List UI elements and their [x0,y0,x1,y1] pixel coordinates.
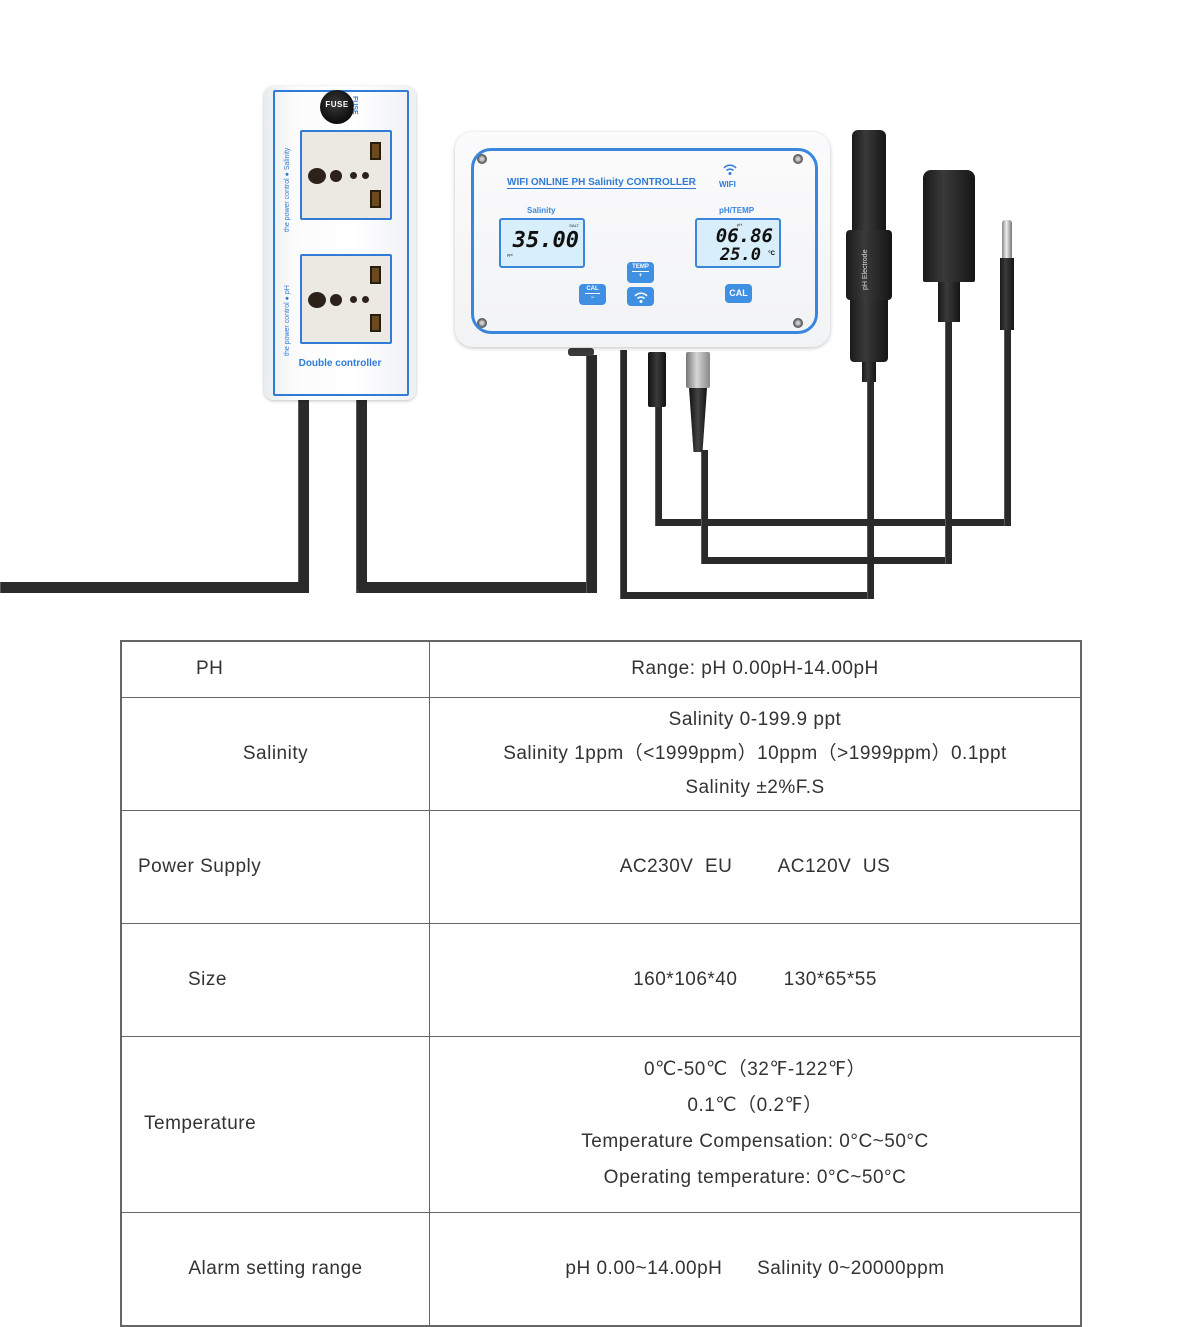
table-row-power-supply: Power Supply AC230V EU AC120V US [120,809,1082,924]
salinity-lcd: SALT 35.00 ppt [499,218,585,268]
row-label: PH [120,640,430,698]
row-label: Power Supply [120,809,430,924]
sensor-cable-a-horizontal [620,592,874,599]
wifi-ph-salinity-controller: WIFI ONLINE PH Salinity CONTROLLER WIFI … [455,132,830,347]
power-cable-right-vertical [356,398,367,593]
ph-electrode-tail [862,362,876,382]
temperature-probe-base [938,282,960,322]
table-row-salinity: Salinity Salinity 0-199.9 ppt Salinity 1… [120,696,1082,811]
double-controller-label: Double controller [298,358,382,369]
power-cable-left-vertical [298,398,309,593]
sensor-cable-b-vertical [655,400,662,526]
product-illustration: FUSE FUSE the power control ● Salinity t… [0,0,1200,620]
ph-temp-lcd: pH 06.86 25.0 °C [695,218,781,268]
spec-table: PH Range: pH 0.00pH-14.00pH Salinity Sal… [120,640,1082,1327]
temp-unit: °C [768,251,775,257]
dc-jack-connector [648,352,666,407]
ph-electrode-base [850,300,888,362]
power-cable-left-horizontal [0,582,309,593]
row-value: AC230V EU AC120V US [429,809,1082,924]
controller-title: WIFI ONLINE PH Salinity CONTROLLER [507,177,696,189]
power-cable-right-horizontal [356,582,597,593]
sensor-cable-a-riser [867,380,874,599]
power-cable-right-riser [586,355,597,593]
outlet-ph [300,254,392,344]
bnc-boot [689,388,707,452]
row-label: Alarm setting range [120,1211,430,1326]
bnc-connector [686,352,710,388]
row-value: 160*106*40 130*65*55 [429,922,1082,1037]
cable-gland [568,348,594,356]
table-row-temperature: Temperature 0℃-50℃（32℉-122℉） 0.1℃（0.2℉） … [120,1035,1082,1213]
sensor-cable-c-vertical [701,450,708,564]
row-value: Range: pH 0.00pH-14.00pH [429,640,1082,698]
temperature-probe-cap [923,170,975,282]
ph-power-control-label: the power control ● pH [284,285,291,356]
salinity-panel-label: Salinity [527,206,556,215]
sensor-cable-c-horizontal [701,557,952,564]
double-controller-socket-box: FUSE FUSE the power control ● Salinity t… [264,86,416,400]
salinity-unit-top: SALT [569,223,579,228]
salinity-unit-bottom: ppt [507,252,513,257]
sensor-cable-b-horizontal [655,519,1011,526]
row-label: Temperature [120,1035,430,1213]
temp-reading: 25.0 [720,245,761,265]
row-value: 0℃-50℃（32℉-122℉） 0.1℃（0.2℉） Temperature … [429,1035,1082,1213]
wifi-button[interactable] [627,287,654,306]
fuse-side-label: FUSE [351,96,358,115]
ph-unit-top: pH [737,222,743,227]
wifi-button-icon [633,292,648,303]
dc-pin-boot [1000,258,1014,330]
table-row-size: Size 160*106*40 130*65*55 [120,922,1082,1037]
row-value: pH 0.00~14.00pH Salinity 0~20000ppm [429,1211,1082,1326]
dc-pin-tip [1002,220,1012,258]
cal-button[interactable]: CAL [725,284,752,303]
table-row-alarm-setting-range: Alarm setting range pH 0.00~14.00pH Sali… [120,1211,1082,1326]
sensor-cable-c-riser [945,320,952,564]
ph-reading: 06.86 [715,225,773,247]
row-label: Size [120,922,430,1037]
wifi-label: WIFI [719,180,736,189]
wifi-icon [723,162,737,176]
row-value: Salinity 0-199.9 ppt Salinity 1ppm（<1999… [429,696,1082,811]
sensor-cable-a-vertical [620,350,627,598]
fuse-label: FUSE [325,100,349,109]
ph-electrode-grip: pH Electrode [846,230,892,300]
ph-electrode-cap [852,130,886,230]
outlet-salinity [300,130,392,220]
fuse-cap[interactable]: FUSE [320,90,354,124]
controller-frame [471,148,818,334]
sensor-cable-b-riser [1004,330,1011,526]
row-label: Salinity [120,696,430,811]
salinity-reading: 35.00 [512,228,579,253]
cal-minus-button[interactable]: CAL − [579,284,606,305]
table-row-ph: PH Range: pH 0.00pH-14.00pH [120,640,1082,698]
ph-electrode-label: pH Electrode [862,249,869,290]
temp-plus-button[interactable]: TEMP + [627,262,654,283]
ph-temp-panel-label: pH/TEMP [719,206,755,215]
salinity-power-control-label: the power control ● Salinity [284,147,291,232]
